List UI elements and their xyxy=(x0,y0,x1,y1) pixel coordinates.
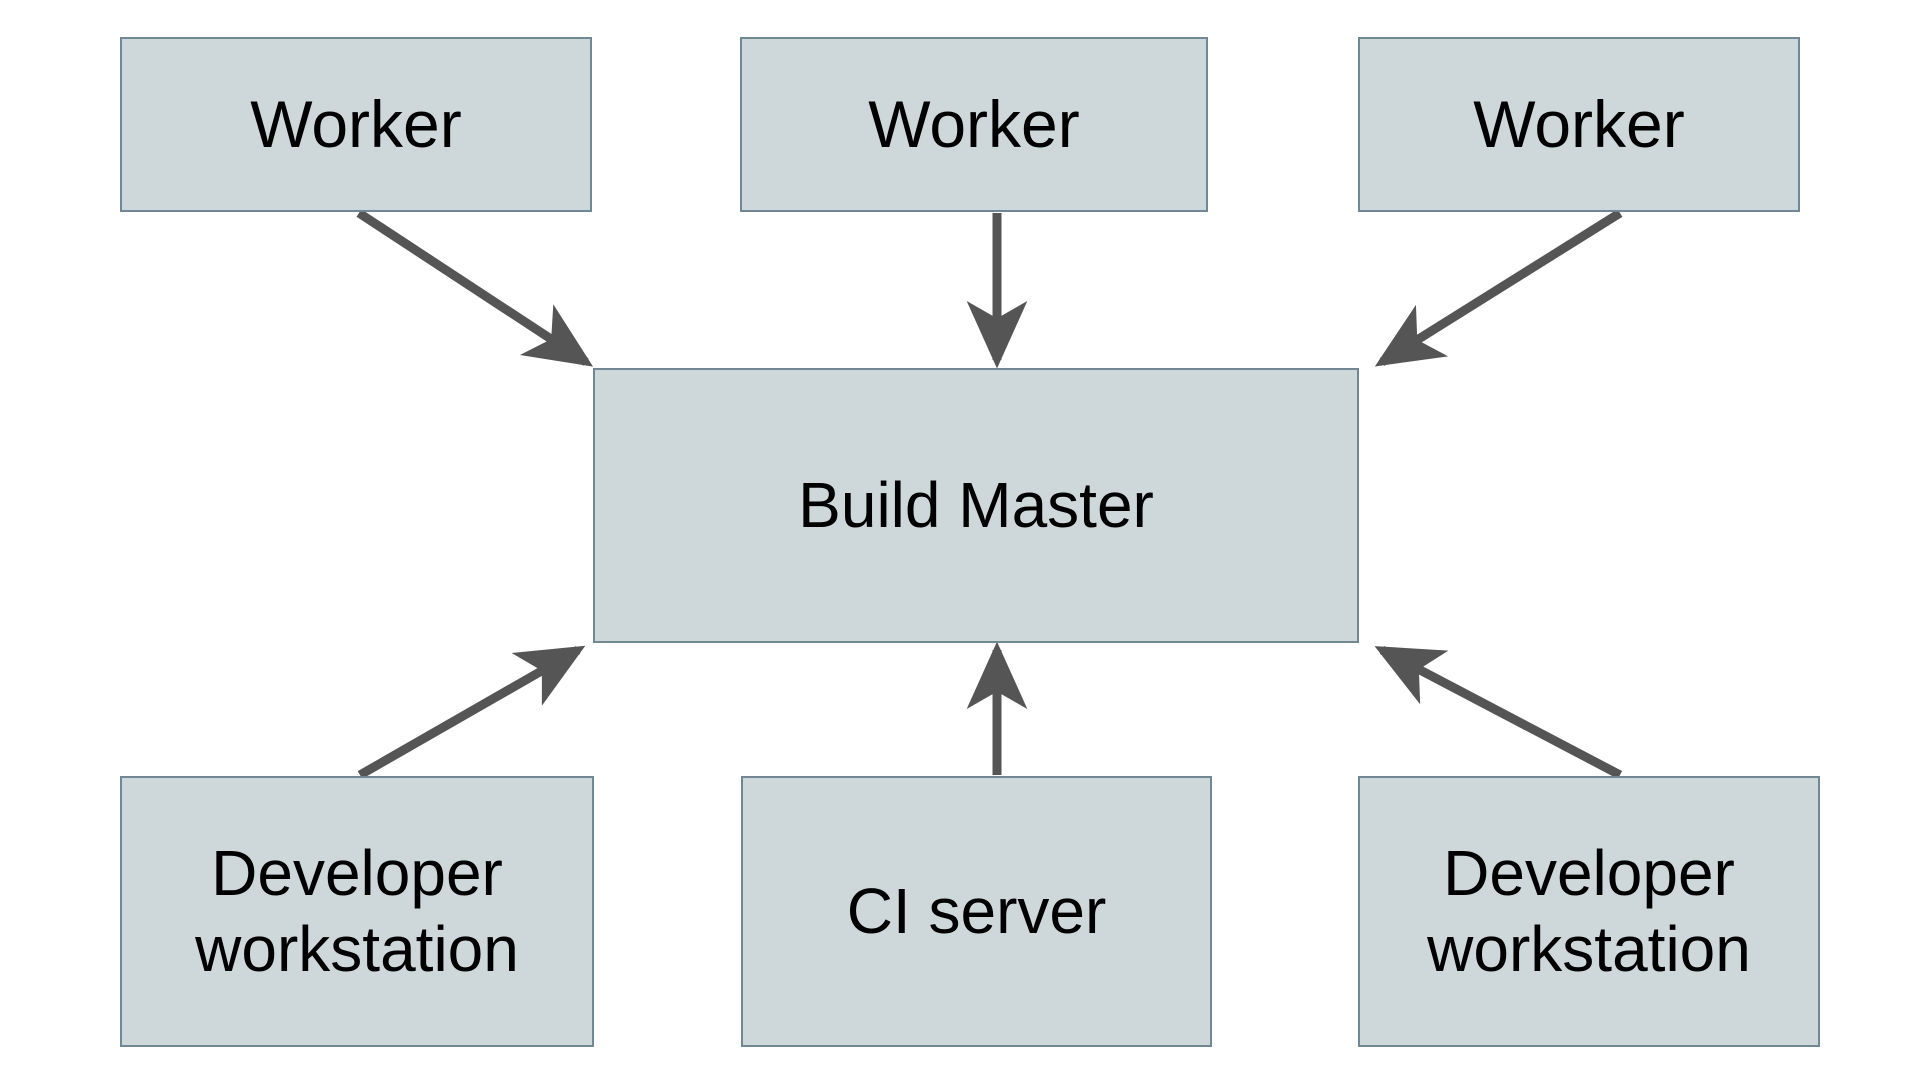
node-worker-2[interactable]: Worker xyxy=(740,37,1208,212)
node-worker-1-label: Worker xyxy=(250,86,462,161)
node-worker-2-label: Worker xyxy=(868,86,1080,161)
node-build-master[interactable]: Build Master xyxy=(593,368,1359,643)
edge-devright-to-master xyxy=(1374,646,1623,779)
node-ci-server-label: CI server xyxy=(846,874,1107,947)
edge-worker1-to-master xyxy=(356,209,594,367)
node-ci-server[interactable]: CI server xyxy=(741,776,1212,1047)
node-worker-3-label: Worker xyxy=(1473,86,1685,161)
node-worker-1[interactable]: Worker xyxy=(120,37,592,212)
edge-worker3-to-master xyxy=(1374,209,1623,367)
node-developer-workstation-left[interactable]: Developer workstation xyxy=(120,776,594,1047)
node-worker-3[interactable]: Worker xyxy=(1358,37,1800,212)
node-build-master-label: Build Master xyxy=(798,468,1154,541)
node-developer-workstation-left-label: Developer workstation xyxy=(195,836,519,985)
node-developer-workstation-right-label: Developer workstation xyxy=(1427,836,1751,985)
node-developer-workstation-right[interactable]: Developer workstation xyxy=(1358,776,1820,1047)
edge-devleft-to-master xyxy=(357,645,586,779)
